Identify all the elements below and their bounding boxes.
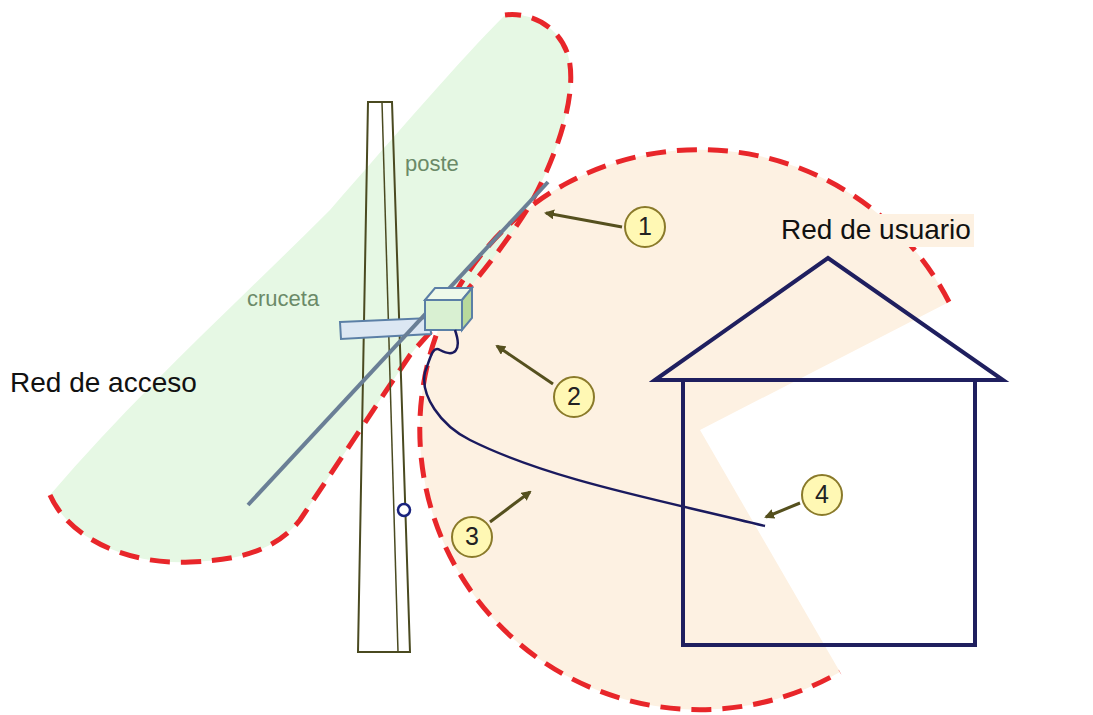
leader-arrow [497,346,553,384]
region-name: Red de usuario [778,214,974,247]
callout-circle [452,517,492,557]
house-wall [683,380,975,645]
house-roof [655,258,1003,380]
drop-wire [424,330,765,526]
callout-number: 4 [815,481,829,509]
part-name: poste [405,152,459,176]
pole-edge [382,102,398,652]
callout-circle [802,475,842,515]
leader-arrow [766,503,800,517]
terminal-box-front [425,300,462,330]
region-name: Red de acceso [10,368,197,399]
callout-number: 2 [567,383,581,411]
access-network-region [50,15,571,563]
callout-number: 3 [465,523,479,551]
access-cable [248,182,548,505]
pole-step [398,504,410,516]
callout-circle [554,377,594,417]
leader-arrow [546,213,622,227]
terminal-box-side [462,288,472,330]
callout-number: 1 [638,213,652,241]
leader-arrow [490,492,530,522]
access-boundary [50,15,571,563]
callout-circle [625,207,665,247]
part-name: cruceta [247,287,319,311]
